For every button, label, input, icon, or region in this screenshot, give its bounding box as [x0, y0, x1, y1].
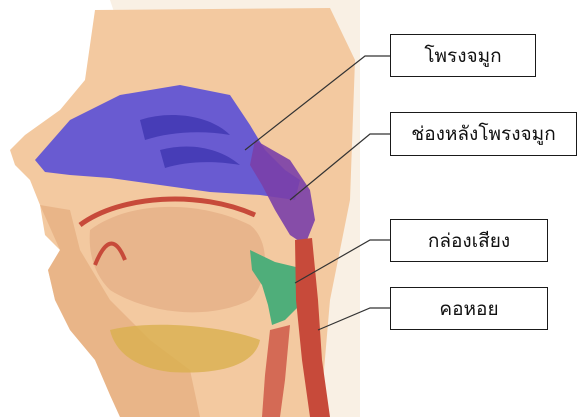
- label-nasopharynx: ช่องหลังโพรงจมูก: [390, 112, 577, 156]
- label-larynx: กล่องเสียง: [390, 219, 548, 262]
- label-pharynx: คอหอย: [390, 287, 548, 330]
- label-nasal-cavity: โพรงจมูก: [390, 34, 536, 77]
